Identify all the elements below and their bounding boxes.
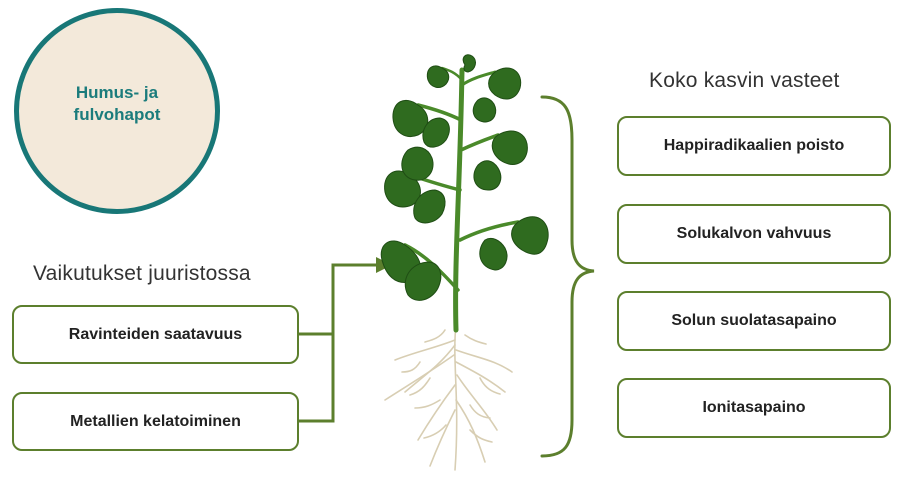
roots [385,325,512,470]
plant-illustration-icon [381,55,548,470]
curly-brace-icon [542,97,594,456]
connector-line-bottom [299,334,333,421]
connector-lines [299,265,378,421]
leaves [381,55,548,301]
connector-line-top [299,265,378,334]
